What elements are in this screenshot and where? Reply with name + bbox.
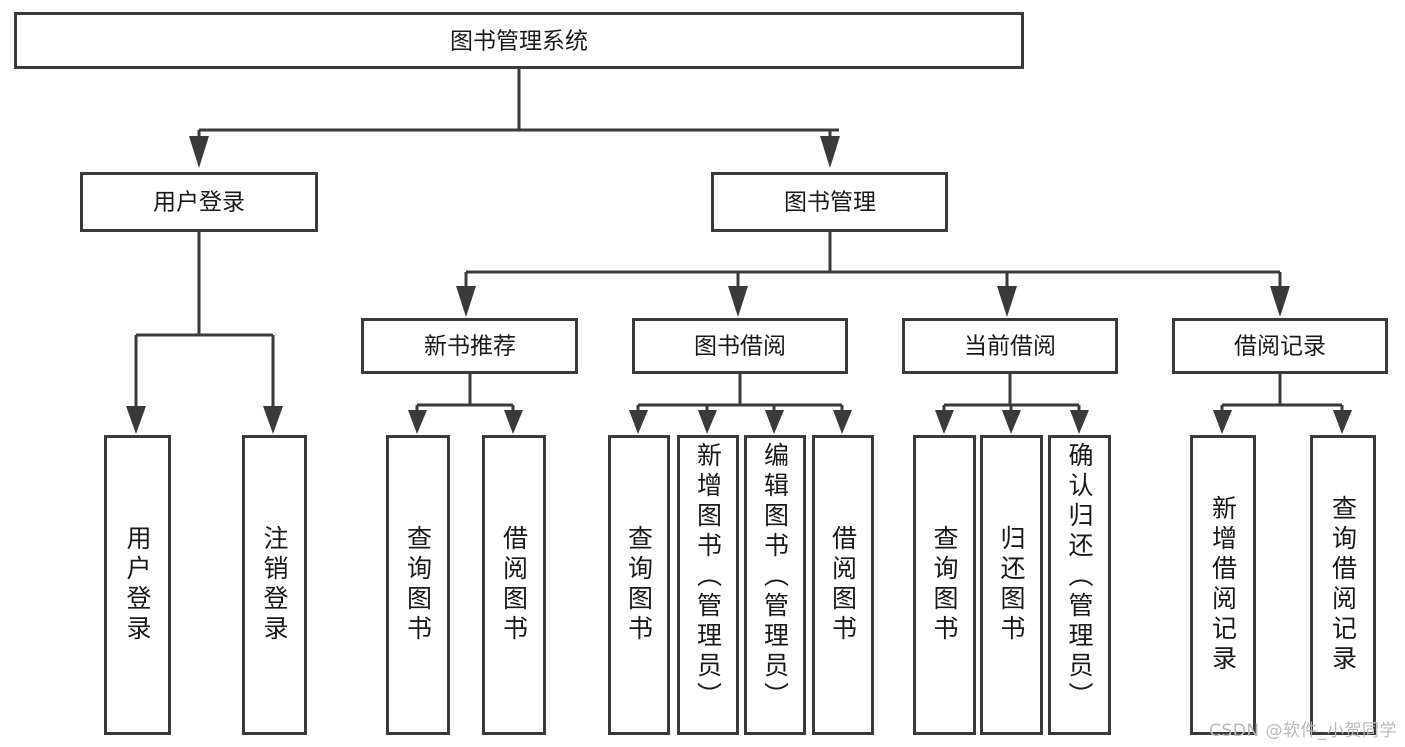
node-label-current-borrow: 当前借阅 bbox=[964, 334, 1056, 360]
watermark-text: CSDN @软件_小贺同学 bbox=[1209, 721, 1397, 741]
arrowhead-current-borrow bbox=[997, 286, 1017, 317]
arrowhead-leaf-logout bbox=[263, 406, 283, 434]
leaf-box-logout[interactable] bbox=[242, 435, 307, 735]
leaf-box-return-book[interactable] bbox=[980, 435, 1043, 735]
node-box-new-book-rec[interactable] bbox=[361, 318, 578, 374]
leaf-box-query-book-borrow[interactable] bbox=[608, 435, 670, 735]
node-label-borrow-record: 借阅记录 bbox=[1234, 334, 1326, 360]
arrowhead-bookborrow-leaf-2 bbox=[698, 410, 717, 434]
node-box-current-borrow[interactable] bbox=[902, 318, 1118, 374]
leaf-box-confirm-return-admin[interactable] bbox=[1048, 435, 1111, 735]
leaf-box-add-borrow-record[interactable] bbox=[1190, 435, 1256, 735]
leaf-box-query-borrow-record[interactable] bbox=[1310, 435, 1376, 735]
leaf-box-borrow-book[interactable] bbox=[812, 435, 874, 735]
node-label-book-borrow: 图书借阅 bbox=[694, 334, 786, 360]
node-box-user-login[interactable] bbox=[80, 172, 318, 232]
arrowhead-borrow-record bbox=[1270, 286, 1290, 317]
arrowhead-new-book-rec bbox=[456, 286, 476, 317]
arrowhead-newbook-leaf-1 bbox=[408, 410, 427, 434]
arrowhead-borrowrecord-leaf-2 bbox=[1333, 410, 1352, 434]
leaf-box-user-login[interactable] bbox=[104, 435, 171, 735]
leaf-box-query-book-current[interactable] bbox=[913, 435, 976, 735]
arrowhead-bookborrow-leaf-3 bbox=[765, 410, 784, 434]
leaf-box-borrow-book-newrec[interactable] bbox=[482, 435, 546, 735]
arrowhead-currentborrow-leaf-2 bbox=[1002, 410, 1021, 434]
leaf-box-add-book-admin[interactable] bbox=[677, 435, 739, 735]
node-box-book-borrow[interactable] bbox=[632, 318, 848, 374]
arrowhead-newbook-leaf-2 bbox=[504, 410, 523, 434]
arrowhead-bookborrow-leaf-4 bbox=[833, 410, 852, 434]
leaf-box-query-book-newrec[interactable] bbox=[386, 435, 450, 735]
arrowhead-book-manage bbox=[820, 136, 840, 168]
arrowhead-book-borrow bbox=[728, 286, 748, 317]
node-box-root[interactable] bbox=[14, 12, 1024, 69]
node-label-book-manage: 图书管理 bbox=[784, 190, 876, 216]
node-label-root: 图书管理系统 bbox=[450, 29, 588, 55]
node-label-user-login: 用户登录 bbox=[153, 190, 245, 216]
arrowhead-user-login bbox=[189, 136, 209, 168]
arrowhead-bookborrow-leaf-1 bbox=[629, 410, 648, 434]
arrowhead-currentborrow-leaf-3 bbox=[1070, 410, 1089, 434]
node-box-borrow-record[interactable] bbox=[1172, 318, 1388, 374]
arrowhead-leaf-user-login bbox=[126, 406, 146, 434]
node-label-new-book-rec: 新书推荐 bbox=[424, 334, 516, 360]
arrowhead-borrowrecord-leaf-1 bbox=[1213, 410, 1232, 434]
leaf-box-edit-book-admin[interactable] bbox=[744, 435, 806, 735]
arrowhead-currentborrow-leaf-1 bbox=[935, 410, 954, 434]
node-box-book-manage[interactable] bbox=[711, 172, 948, 232]
